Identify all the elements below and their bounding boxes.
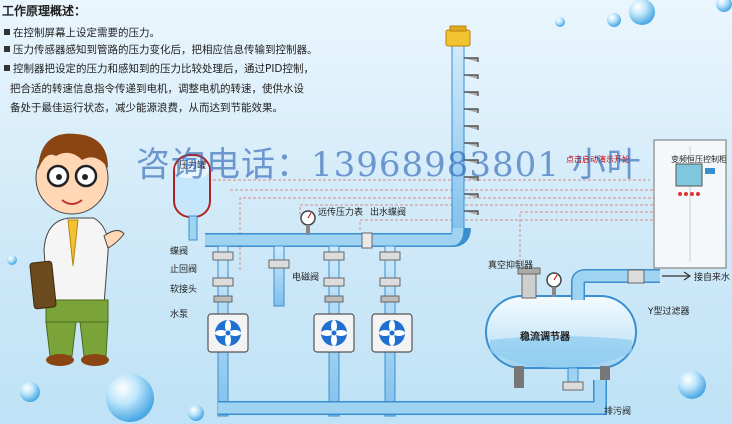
label-vacuum-suppressor: 真空抑制器 <box>488 261 534 271</box>
bubble-icon <box>555 17 565 27</box>
stabilizer-tank <box>485 267 637 391</box>
suction-manifold-pipe <box>218 380 606 414</box>
label-inlet: 接自来水 <box>694 273 731 283</box>
bullet-icon <box>4 65 10 71</box>
label-check-valve: 止回阀 <box>170 265 198 275</box>
bubble-icon <box>20 382 40 402</box>
label-y-filter: Y型过滤器 <box>648 307 690 317</box>
pump-2 <box>313 313 355 353</box>
bubble-icon <box>106 374 154 422</box>
label-remote-gauge: 远传压力表 <box>318 208 364 218</box>
watermark-text: 咨询电话：13968983801 小叶 <box>136 145 642 185</box>
pressure-tank <box>173 154 211 241</box>
inlet-pipe <box>572 270 660 300</box>
signal-lines <box>188 179 660 270</box>
bubbles <box>7 0 732 422</box>
start-demo-button[interactable]: 点击启动演示开始 <box>566 155 630 164</box>
bubble-icon <box>7 255 17 265</box>
pressure-gauge-icon <box>300 210 316 235</box>
label-drain-valve: 排污阀 <box>604 407 632 417</box>
desc-line-5: 备处于最佳运行状态，减少能源浪费，从而达到节能效果。 <box>10 102 283 114</box>
control-cabinet <box>653 139 727 269</box>
bubble-icon <box>629 0 655 25</box>
desc-line-3: 控制器把设定的压力和感知到的压力比较处理后，通过PID控制， <box>4 61 314 76</box>
bubble-icon <box>678 371 706 399</box>
y-filter-icon <box>627 269 645 284</box>
desc-line-4: 把合适的转速信息指令传递到电机，调整电机的转速，使供水设 <box>10 83 304 95</box>
label-pressure-tank: 压力罐 <box>179 161 207 171</box>
cabinet-screen <box>675 163 703 187</box>
label-soft-joint: 软接头 <box>170 285 198 295</box>
label-solenoid-valve: 电磁阀 <box>292 273 320 283</box>
outlet-header-pipe <box>205 227 464 246</box>
bullet-icon <box>4 29 10 35</box>
desc-line-1: 在控制屏幕上设定需要的压力。 <box>4 25 160 40</box>
bubble-icon <box>716 0 732 12</box>
pump-1 <box>207 313 249 353</box>
pump-3 <box>371 313 413 353</box>
bubble-icon <box>188 405 204 421</box>
label-butterfly-valve: 蝶阀 <box>170 247 189 257</box>
riser-pipe <box>445 25 479 241</box>
label-cabinet: 变频恒压控制柜 <box>671 155 727 164</box>
label-stabilizer-tank: 稳流调节器 <box>520 332 570 343</box>
bullet-icon <box>4 46 10 52</box>
heading-title: 工作原理概述： <box>2 4 87 18</box>
branch-2 <box>268 245 290 307</box>
tap-icons <box>464 57 479 215</box>
label-pump: 水泵 <box>170 310 189 320</box>
bubble-icon <box>607 13 621 27</box>
label-outlet-valve: 出水蝶阀 <box>370 208 407 218</box>
outlet-valve-icon <box>361 232 373 249</box>
desc-line-2: 压力传感器感知到管路的压力变化后，把相应信息传输到控制器。 <box>4 42 318 57</box>
engineer-character <box>29 133 125 366</box>
